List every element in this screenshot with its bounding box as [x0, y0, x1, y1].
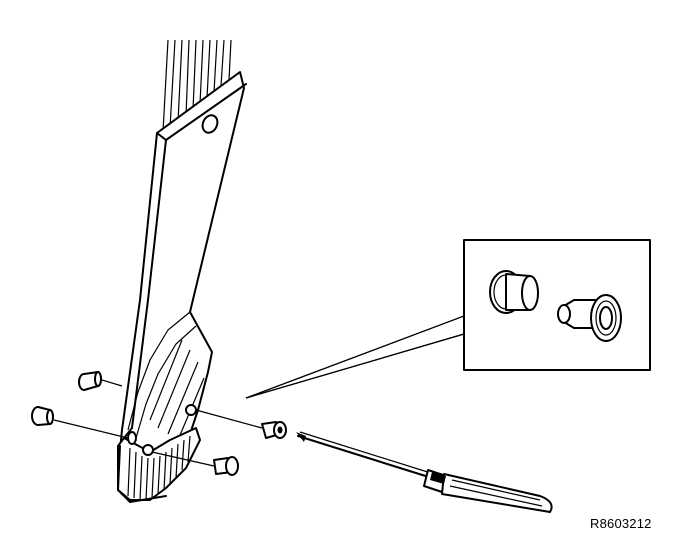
screwdriver-icon	[296, 431, 553, 513]
rivet-upper-left-icon	[78, 371, 123, 391]
rivet-detail-head-icon	[489, 270, 539, 314]
rivet-lower-icon	[151, 451, 239, 476]
rivet-center-icon	[195, 409, 287, 439]
detail-callout-leader	[245, 315, 465, 399]
rivet-left-icon	[31, 406, 129, 439]
rivet-detail-flange-icon	[557, 294, 622, 342]
b-pillar-trim-panel-icon	[117, 39, 247, 503]
push-in-rivet-detail-icon	[463, 239, 651, 371]
figure-reference-code: R8603212	[590, 516, 652, 531]
